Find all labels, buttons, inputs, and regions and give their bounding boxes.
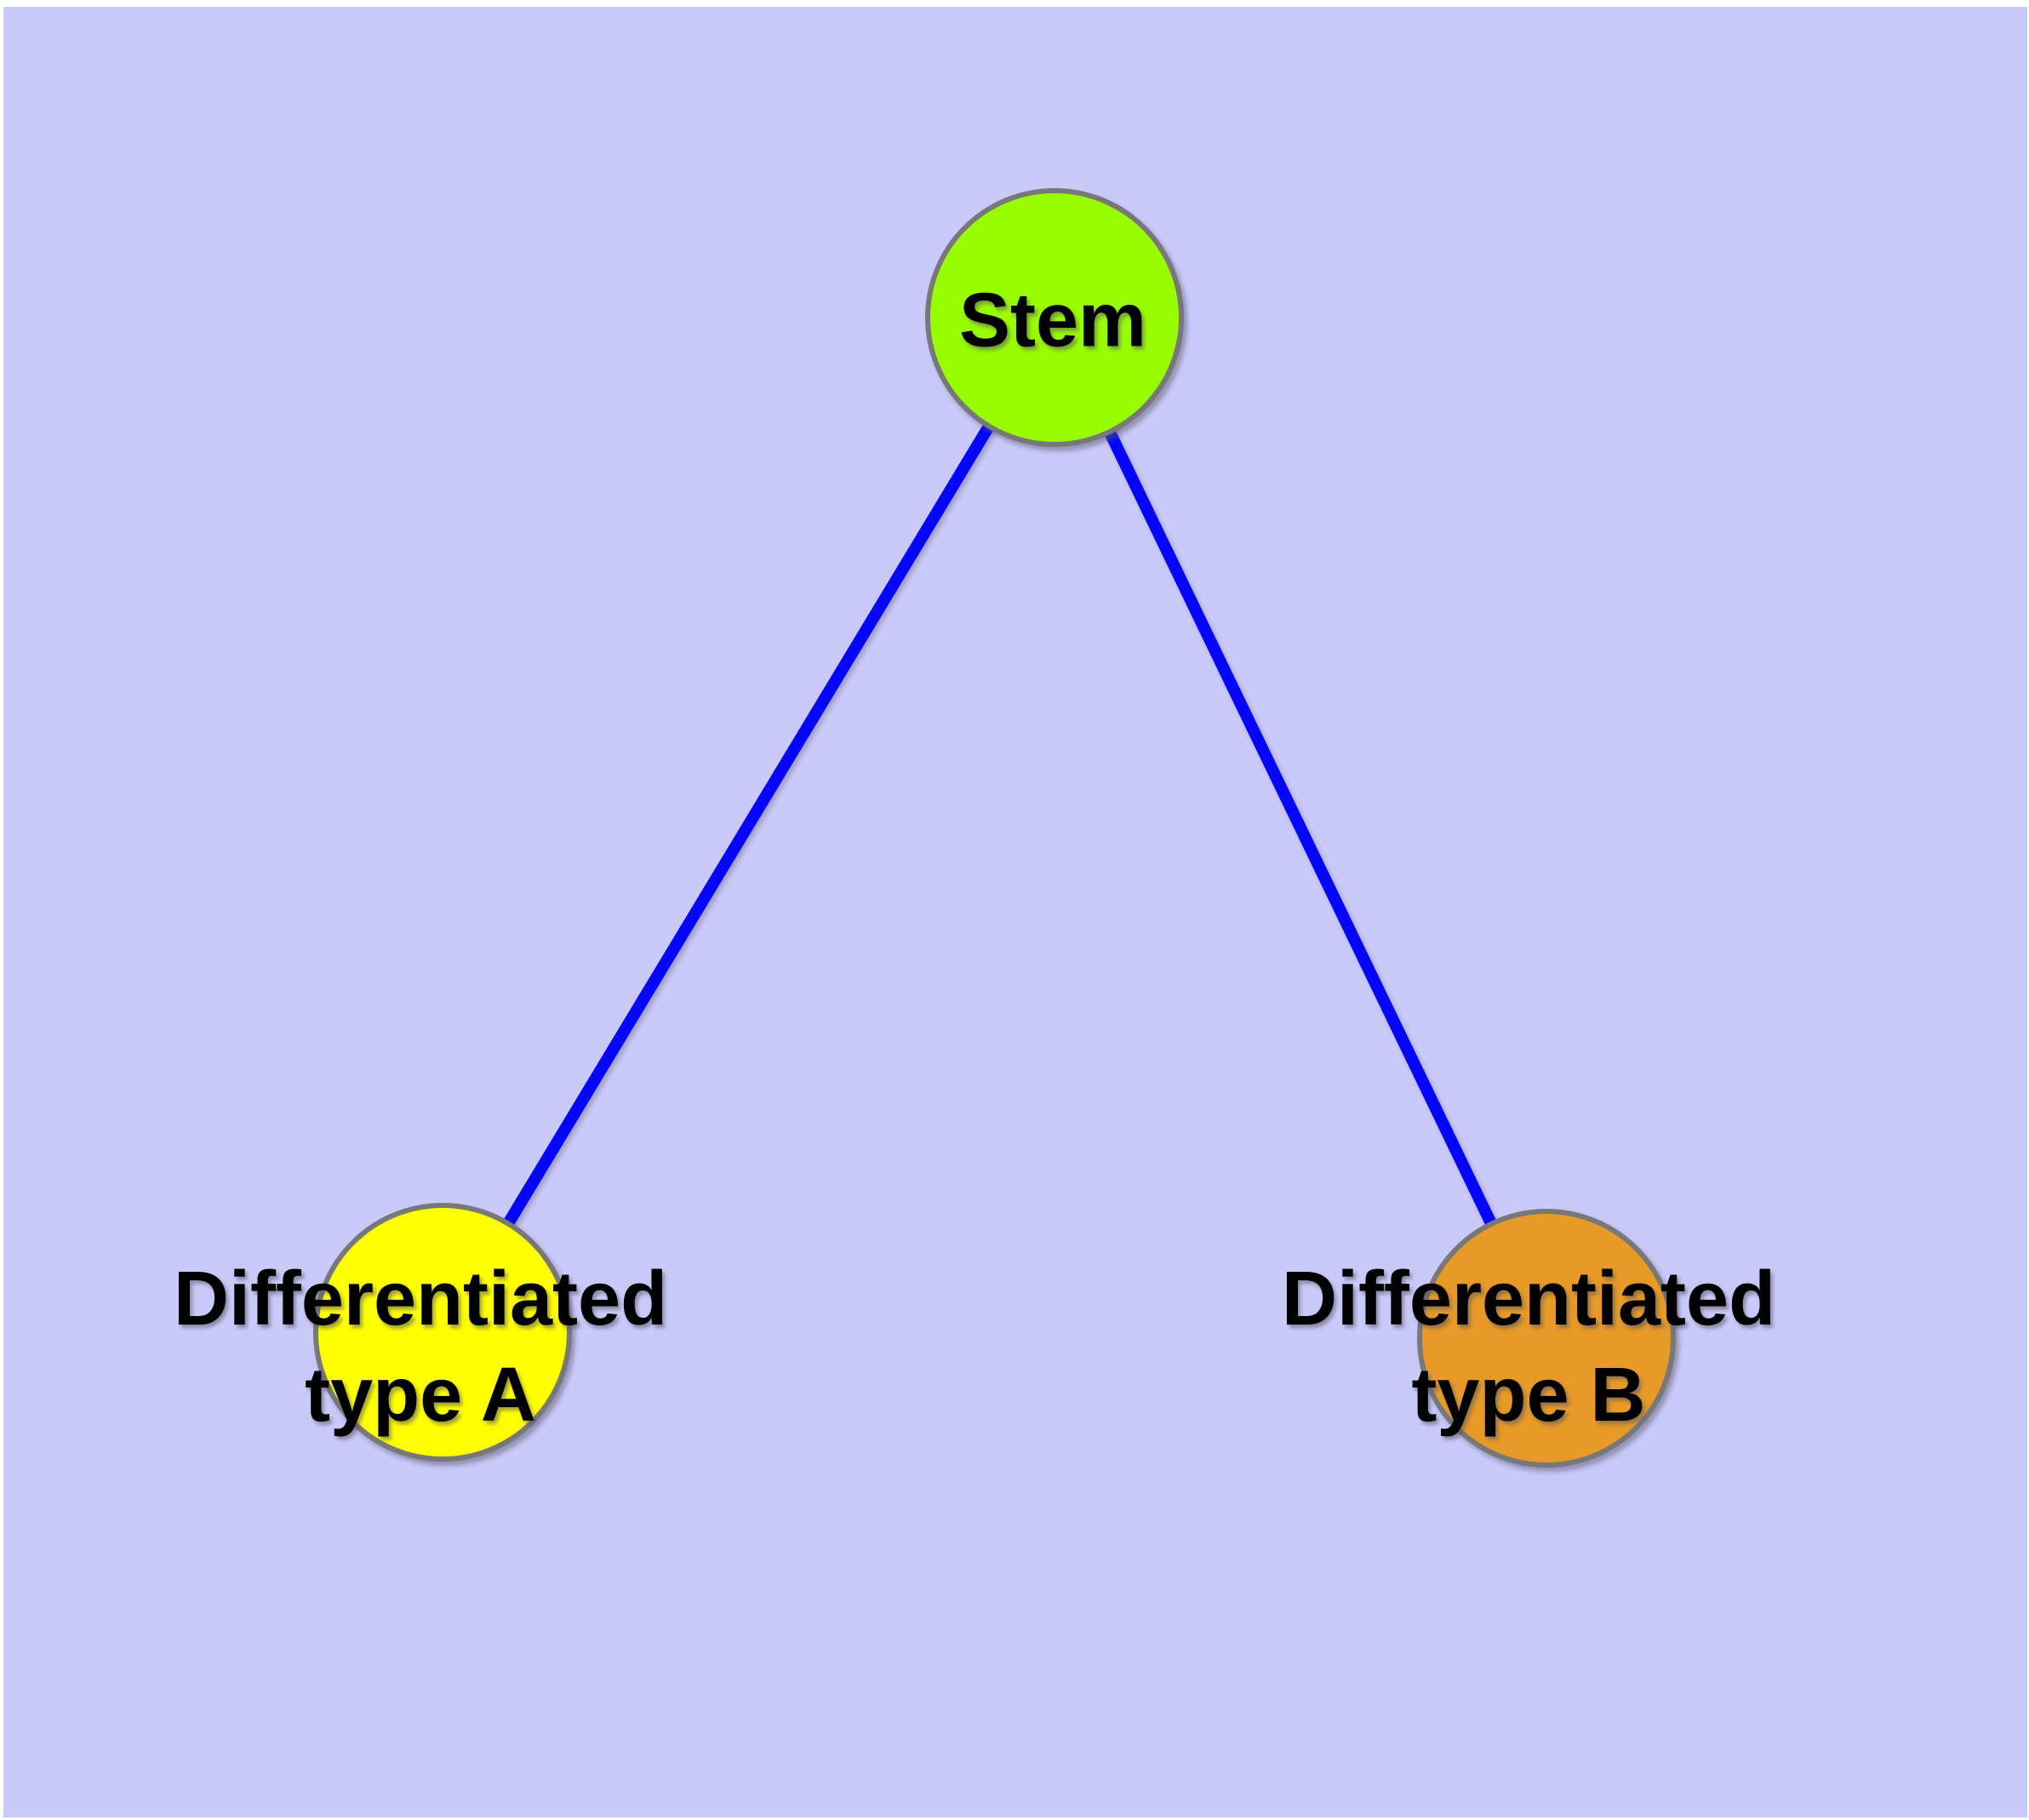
- edge-stem-to-type-a: [437, 314, 1060, 1336]
- edge-stem-to-type-b: [1049, 314, 1552, 1342]
- node-differentiated-type-a-circle: [313, 1203, 572, 1462]
- node-stem-circle: [925, 188, 1184, 447]
- node-differentiated-type-b-circle: [1417, 1209, 1676, 1468]
